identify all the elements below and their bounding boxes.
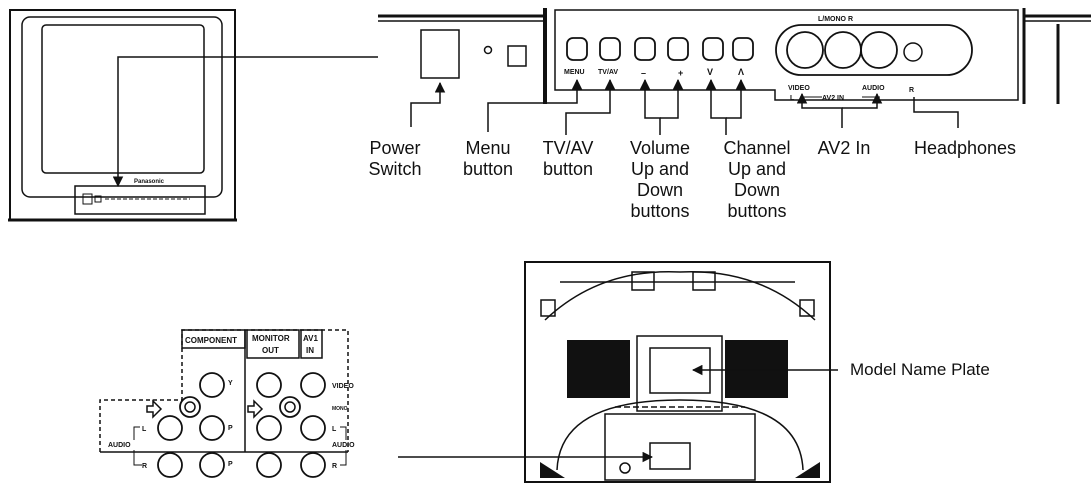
volume-up-button [667,37,689,61]
menu-button [566,37,588,61]
vol-minus-label: – [641,68,646,78]
callout-volume: Volume Up and Down buttons [629,138,691,221]
menu-label: MENU [564,69,585,76]
callout-menu-button: Menu button [462,138,514,179]
monitor-audio-l-jack [256,415,282,441]
callout-power-switch: Power Switch [368,138,422,179]
tvav-button [599,37,621,61]
l-mark-label: L [790,95,795,102]
av1-video-jack [300,372,326,398]
r-left-label: R [142,463,147,470]
av2-audio-l-jack [824,31,862,69]
rear-jack-panel [99,329,349,478]
monitor-video-out-jack [256,372,282,398]
pb-label: P [228,425,233,432]
ch-up-label: Λ [738,67,744,77]
av1-audio-r-jack [300,452,326,478]
video-l-label: VIDEO [788,85,810,92]
audio-right-label: AUDIO [332,442,355,449]
ch-down-label: V [707,67,713,77]
tvav-label: TV/AV [598,69,618,76]
vol-plus-label: + [678,68,683,78]
tv-rear-illustration [524,261,831,483]
component-pr-jack [199,452,225,478]
power-switch [420,29,460,79]
component-pb-jack [199,415,225,441]
channel-up-button [732,37,754,61]
front-panel-detail [378,8,1091,104]
l-right-label: L [332,426,337,433]
monitor-out-label-2: OUT [262,346,279,355]
front-panel-pointer [112,56,378,188]
component-label: COMPONENT [185,336,237,345]
callout-av2-in: AV2 In [817,138,871,158]
indicator-light [483,45,493,55]
y-label: Y [228,380,233,387]
channel-down-button [702,37,724,61]
callout-tvav-button: TV/AV button [542,138,594,179]
video-rear-label: VIDEO [332,383,354,390]
av2-audio-r-jack [860,31,898,69]
component-y-jack [199,372,225,398]
r-mark-label: R [909,87,914,94]
pr-label: P [228,461,233,468]
callout-model-name-plate: Model Name Plate [850,360,990,379]
lmono-r-label: L/MONO R [818,16,853,23]
component-video-jack-core [184,401,196,413]
callout-headphones: Headphones [913,138,1017,158]
volume-down-button [634,37,656,61]
callout-channel: Channel Up and Down buttons [723,138,791,221]
callout-leaders [410,78,959,135]
r-right-label: R [332,463,337,470]
audio-label: AUDIO [862,85,885,92]
av2-video-jack [786,31,824,69]
component-audio-l-jack [157,415,183,441]
component-video-jack-ring [179,396,201,418]
svideo-jack-core [284,401,296,413]
mono-rear-label: MONO [332,406,348,412]
svideo-jack-ring [279,396,301,418]
l-left-label: L [142,426,147,433]
av1-label-1: AV1 [303,334,319,343]
av1-label-2: IN [306,346,314,355]
remote-sensor [507,45,527,67]
headphone-jack [903,42,923,62]
monitor-out-label-1: MONITOR [252,334,290,343]
av2-in-mark: AV2 IN [822,95,844,102]
tv-brand-label: Panasonic [134,179,165,185]
monitor-audio-r-jack [256,452,282,478]
audio-left-label: AUDIO [108,442,131,449]
tv-front-illustration [8,9,237,222]
av1-audio-l-jack [300,415,326,441]
component-audio-r-jack [157,452,183,478]
